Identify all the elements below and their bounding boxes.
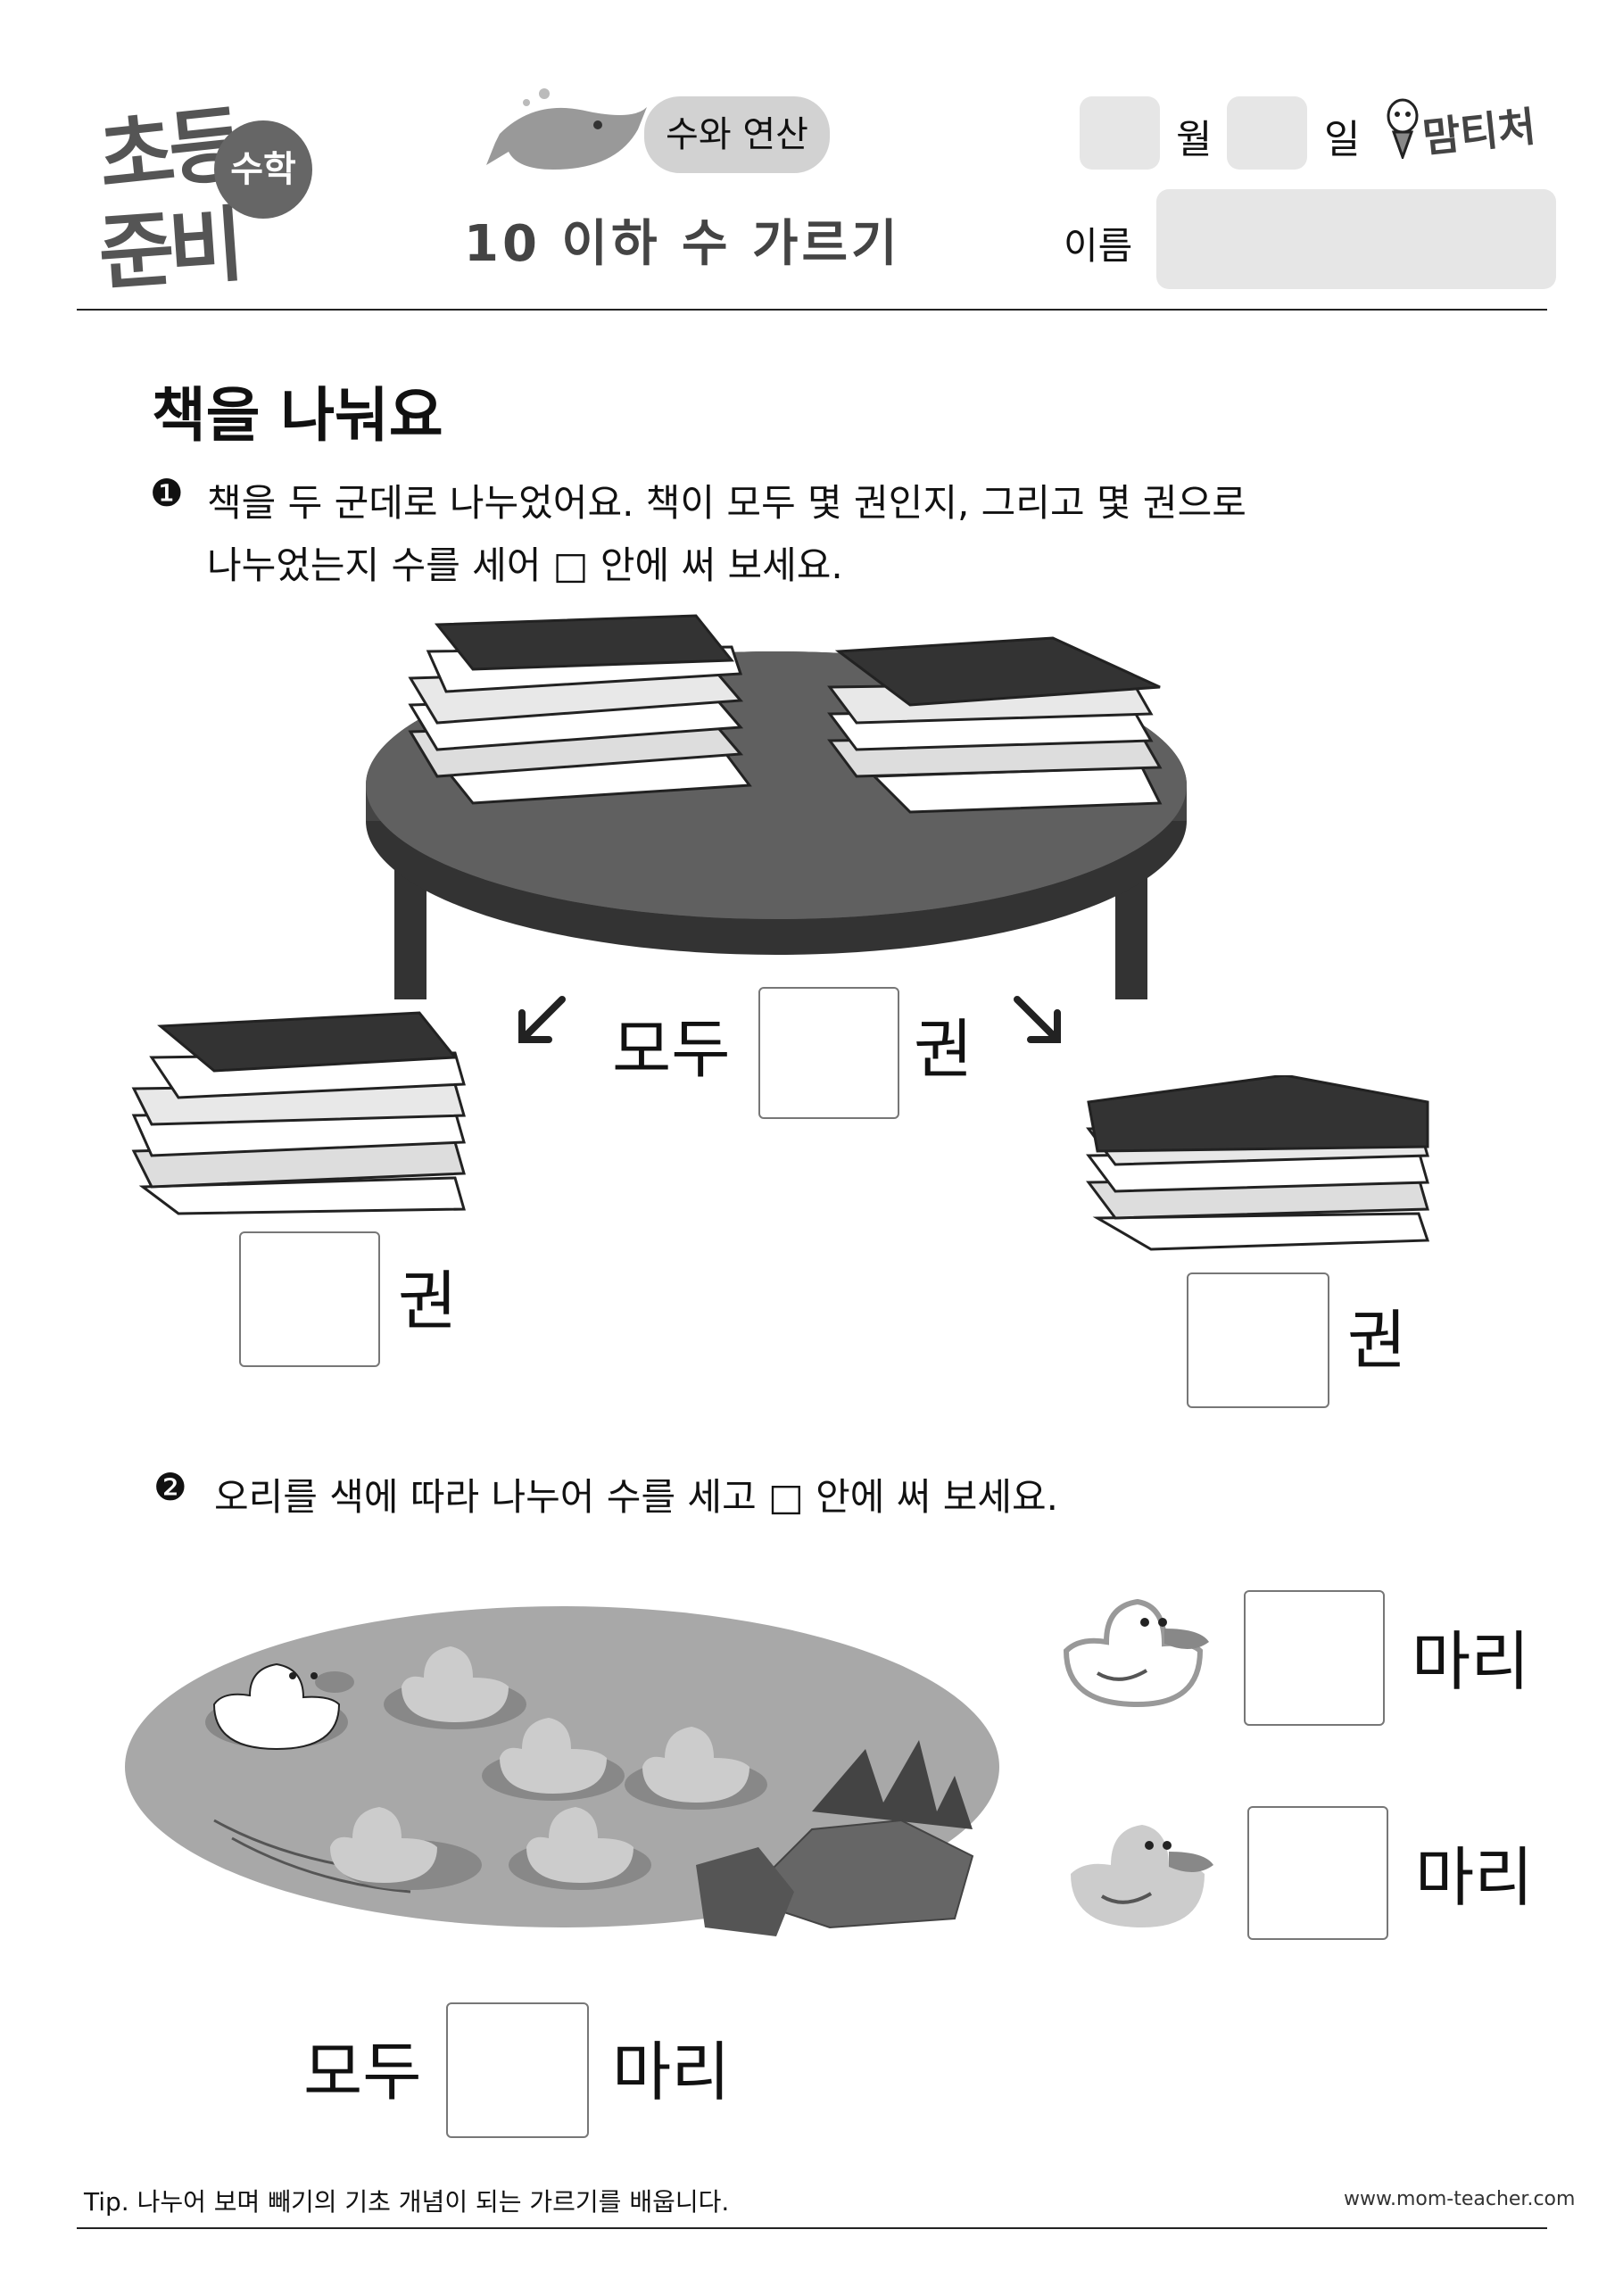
- footer-divider: [77, 2227, 1547, 2229]
- section-title: 책을 나눠요: [152, 381, 443, 450]
- pencil-mascot-icon: [1387, 98, 1419, 159]
- q1-total-unit: 권: [914, 1012, 973, 1087]
- q1-total-answer-box[interactable]: [758, 987, 899, 1119]
- q1-total-prefix: 모두: [612, 1012, 731, 1087]
- arrow-down-left-icon: [518, 996, 566, 1043]
- q1-right-answer-box[interactable]: [1187, 1272, 1329, 1408]
- category-text: 수와 연산: [666, 114, 808, 155]
- logo: 초등 준비 수학: [89, 85, 321, 302]
- q1-left-answer-box[interactable]: [239, 1231, 380, 1367]
- q1-right-unit: 권: [1347, 1303, 1407, 1378]
- name-field[interactable]: [1156, 189, 1556, 289]
- q2-grey-unit: 마리: [1415, 1840, 1534, 1915]
- day-label: 일: [1324, 117, 1361, 162]
- q2-total-prefix: 모두: [303, 2035, 422, 2110]
- footer-tip: Tip. 나누어 보며 빼기의 기초 개념이 되는 가르기를 배웁니다.: [84, 2187, 730, 2217]
- brand-text: 맘티처: [1420, 102, 1538, 162]
- left-book-stack-illustration: [131, 1011, 466, 1215]
- q2-grey-answer-box[interactable]: [1247, 1806, 1388, 1940]
- q2-number: ❷: [153, 1465, 187, 1509]
- q1-text-line1: 책을 두 군데로 나누었어요. 책이 모두 몇 권인지, 그리고 몇 권으로: [207, 481, 1246, 525]
- arrow-down-right-icon: [1014, 996, 1061, 1043]
- whale-icon: [486, 88, 647, 170]
- table-with-books-illustration: [366, 614, 1187, 999]
- day-box[interactable]: [1227, 96, 1307, 170]
- logo-badge: 수학: [214, 120, 312, 219]
- worksheet-title: 10 이하 수 가르기: [464, 215, 901, 273]
- q1-left-unit: 권: [398, 1264, 458, 1339]
- q2-white-answer-box[interactable]: [1244, 1590, 1385, 1726]
- month-box[interactable]: [1080, 96, 1160, 170]
- category-pill: 수와 연산: [644, 96, 830, 173]
- logo-line2: 준비: [95, 196, 243, 303]
- q1-text-line2: 나누었는지 수를 세어 □ 안에 써 보세요.: [207, 543, 843, 587]
- logo-badge-text: 수학: [230, 149, 296, 190]
- pond-with-ducks-illustration: [125, 1606, 999, 1936]
- name-label: 이름: [1064, 224, 1133, 268]
- q2-total-answer-box[interactable]: [446, 2002, 589, 2138]
- grey-duck-icon: [1071, 1825, 1213, 1927]
- q2-white-unit: 마리: [1412, 1624, 1530, 1699]
- footer-url: www.mom-teacher.com: [1344, 2188, 1576, 2210]
- q1-number: ❶: [150, 471, 184, 515]
- q2-total-unit: 마리: [612, 2035, 731, 2110]
- brand-logo: 맘티처: [1385, 96, 1554, 162]
- right-book-stack-illustration: [1086, 1075, 1430, 1251]
- month-label: 월: [1176, 117, 1213, 162]
- white-duck-icon: [1063, 1598, 1209, 1708]
- q2-text: 오리를 색에 따라 나누어 수를 세고 □ 안에 써 보세요.: [214, 1475, 1058, 1519]
- header-divider: [77, 309, 1547, 311]
